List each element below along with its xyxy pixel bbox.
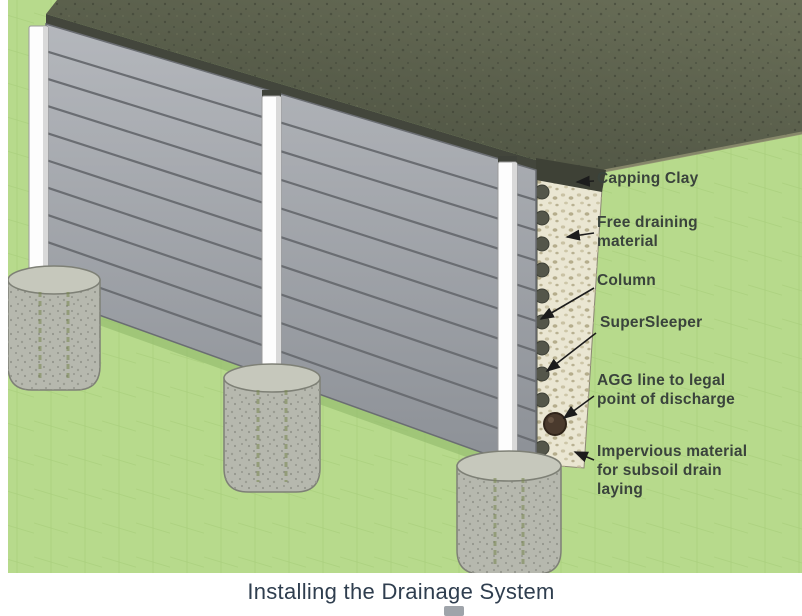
- label-column: Column: [597, 272, 656, 289]
- label-supersleeper: SuperSleeper: [600, 314, 703, 331]
- label-capping-clay: Capping Clay: [597, 170, 699, 187]
- sleeper-plank-lines: [45, 50, 537, 443]
- footing-middle: [223, 363, 321, 493]
- left-margin: [0, 0, 8, 616]
- label-free-draining-material: Free draining material: [597, 214, 698, 250]
- column-post-middle: [261, 90, 282, 389]
- agg-pipe: [543, 412, 567, 436]
- footing-left: [7, 265, 101, 391]
- arrow-free-draining: [565, 229, 595, 241]
- figure-caption: Installing the Drainage System: [247, 579, 555, 604]
- columns: [28, 25, 518, 463]
- retaining-wall: [45, 14, 537, 474]
- arrow-impervious: [573, 451, 595, 463]
- arrow-agg-line: [562, 395, 595, 419]
- bottom-margin: [0, 573, 802, 616]
- arrow-supersleeper: [545, 332, 597, 372]
- footing-right: [456, 450, 562, 575]
- column-post-right: [497, 156, 518, 463]
- label-agg-line: AGG line to legal point of discharge: [597, 372, 735, 408]
- concrete-footings: [7, 265, 562, 575]
- surface-front-edge: [603, 131, 802, 173]
- column-post-left: [28, 25, 49, 303]
- arrow-capping-clay: [575, 175, 595, 187]
- horizontal-scrollbar-thumb[interactable]: [444, 606, 464, 616]
- arrow-column: [539, 287, 595, 320]
- label-impervious-material: Impervious material for subsoil drain la…: [597, 443, 748, 498]
- backfill-top-surface: [46, 0, 802, 173]
- annotation-arrows: [539, 175, 597, 463]
